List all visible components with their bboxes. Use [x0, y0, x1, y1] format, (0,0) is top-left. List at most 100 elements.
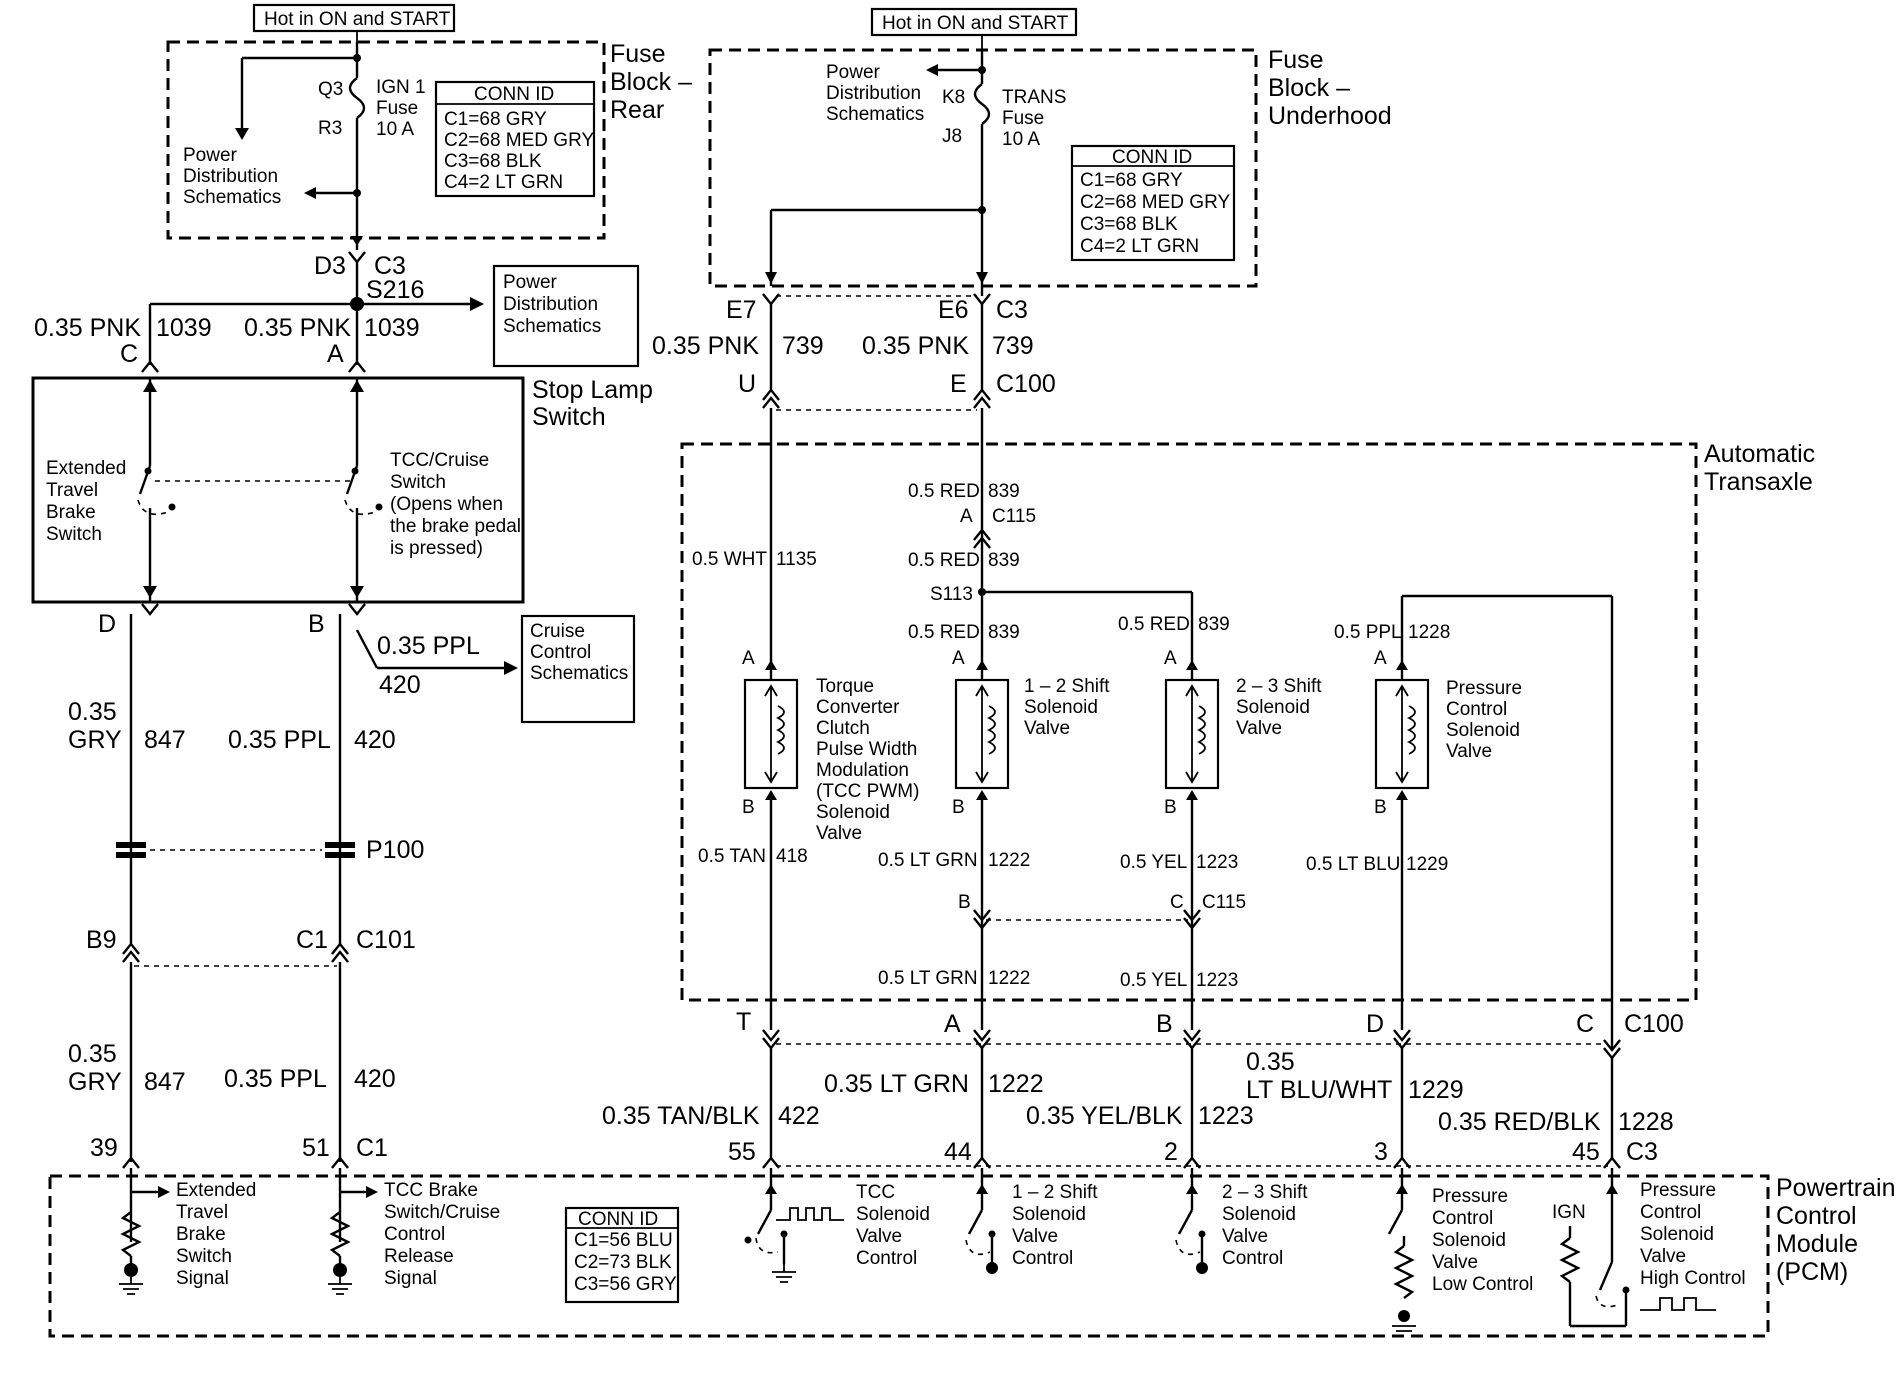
connector-b9 — [122, 942, 140, 955]
fuse-block-uh-title-2: Block – — [1268, 74, 1350, 102]
conn-id-underhood: CONN ID C1=68 GRY C2=68 MED GRY C3=68 BL… — [1070, 144, 1236, 262]
pin-e: E — [950, 370, 967, 398]
wire-847-b-circuit: 847 — [144, 1068, 186, 1096]
conn-c101: C101 — [356, 926, 416, 954]
w839c-size: 0.5 RED — [908, 622, 980, 643]
ign-label: IGN — [1552, 1202, 1586, 1223]
sw1-label-1: Extended — [46, 458, 126, 479]
connector-c1 — [331, 942, 349, 955]
s113-label: S113 — [930, 584, 973, 605]
pin-51: 51 — [302, 1134, 330, 1162]
pds-box-center: Power Distribution Schematics — [492, 264, 640, 368]
pcm-d4-label-2: Solenoid — [1012, 1204, 1086, 1225]
ign1-fuse-label-2: Fuse — [376, 98, 418, 119]
shift-23-solenoid: A B — [1164, 648, 1220, 818]
tcc-sol-label-2: Converter — [816, 697, 900, 718]
pcm-d2-label-2: Switch/Cruise — [384, 1202, 500, 1223]
wire-847-b-size-1: 0.35 — [68, 1040, 117, 1068]
pcm-title-4: (PCM) — [1776, 1258, 1848, 1286]
c100-pin-a: A — [944, 1010, 961, 1038]
w418-size: 0.5 TAN — [698, 846, 766, 867]
branch-wire-circuit: 420 — [379, 671, 421, 699]
fuse-block-rear-title-2: Block – — [610, 68, 692, 96]
w1223a-size: 0.5 YEL — [1120, 852, 1187, 873]
wire-1223-size: 0.35 YEL/BLK — [1026, 1102, 1183, 1130]
conn-id-pcm: CONN ID C1=56 BLU C2=73 BLK C3=56 GRY — [564, 1206, 680, 1304]
pcm-connector-c3 — [762, 1156, 1621, 1169]
transaxle-title-1: Automatic — [1704, 440, 1815, 468]
pin-39: 39 — [90, 1134, 118, 1162]
tcc-sol-label-5: Modulation — [816, 760, 909, 781]
pds-rear-3: Schematics — [183, 187, 281, 208]
pc-sol-pin-b: B — [1374, 797, 1387, 818]
pcm-d2-label-4: Release — [384, 1246, 454, 1267]
connector-c115-c-b — [1183, 917, 1201, 930]
conn-c100-top: C100 — [996, 370, 1056, 398]
wire-1039-a-size: 0.35 PNK — [244, 314, 351, 342]
s12-sol-label-3: Valve — [1024, 718, 1070, 739]
fuse-block-rear: Fuse Block – Rear — [166, 40, 692, 240]
connector-c115-b-b — [973, 917, 991, 930]
connector-u — [762, 388, 780, 401]
w1222a-circuit: 1222 — [988, 850, 1030, 871]
sw2-label-1: TCC/Cruise — [390, 450, 489, 471]
pcm-pin-45: 45 — [1572, 1138, 1600, 1166]
conn-c1-pcm: C1 — [356, 1134, 388, 1162]
sw2-label-4: the brake pedal — [390, 516, 521, 537]
shift-12-solenoid: A B — [952, 648, 1010, 818]
sw2-label-2: Switch — [390, 472, 446, 493]
pc-sol-label-3: Solenoid — [1446, 720, 1520, 741]
conn-id-uh-c3: C3=68 BLK — [1080, 214, 1178, 235]
c100-bottom-conn: C100 — [1624, 1010, 1684, 1038]
pin-c1-c101: C1 — [296, 926, 328, 954]
fuse-block-underhood: Fuse Block – Underhood — [708, 46, 1392, 288]
pcm-pin-2: 2 — [1164, 1138, 1178, 1166]
pds-rear-1: Power — [183, 145, 238, 166]
wire-422-size: 0.35 TAN/BLK — [602, 1102, 760, 1130]
w839c-circuit: 839 — [988, 622, 1020, 643]
s12-sol-label-2: Solenoid — [1024, 697, 1098, 718]
stop-lamp-title-1: Stop Lamp — [532, 376, 653, 404]
fuse-block-uh-title-1: Fuse — [1268, 46, 1324, 74]
trans-fuse-label-3: 10 A — [1002, 129, 1040, 150]
pc-sol-label-2: Control — [1446, 699, 1507, 720]
pin-q3: Q3 — [318, 79, 343, 100]
w1229-size: 0.5 LT BLU — [1306, 854, 1400, 875]
conn-id-rear-c1: C1=68 GRY — [444, 109, 547, 130]
pds-uh-1: Power — [826, 62, 881, 83]
pcm-pin-55: 55 — [728, 1138, 756, 1166]
pcm-d3-label-4: Control — [856, 1248, 917, 1269]
pcm-title-2: Control — [1776, 1202, 1857, 1230]
connector-b — [348, 603, 366, 616]
wire-420-b-size: 0.35 PPL — [224, 1065, 327, 1093]
pcm-d3-label-2: Solenoid — [856, 1204, 930, 1225]
wire-1228-circuit: 1228 — [1618, 1108, 1674, 1136]
wire-739-e-circuit: 739 — [992, 332, 1034, 360]
conn-id-uh-title: CONN ID — [1112, 147, 1192, 168]
connector-d3 — [348, 251, 366, 264]
pcm-d1-label-1: Extended — [176, 1180, 256, 1201]
connector-51 — [331, 1156, 349, 1169]
pcm-d5-label-3: Valve — [1222, 1226, 1268, 1247]
s12-sol-pin-b: B — [952, 797, 965, 818]
sw1-label-4: Switch — [46, 524, 102, 545]
w1229-circuit: 1229 — [1406, 854, 1448, 875]
connector-39 — [122, 1156, 140, 1169]
wire-847-a-size-1: 0.35 — [68, 698, 117, 726]
sw2-label-3: (Opens when — [390, 494, 503, 515]
pcm-driver-pc-high: IGN — [1552, 1168, 1716, 1328]
wire-1228-size: 0.35 RED/BLK — [1438, 1108, 1601, 1136]
conn-id-rear-c3: C3=68 BLK — [444, 151, 542, 172]
pin-d3: D3 — [314, 252, 346, 280]
wire-420-a-size: 0.35 PPL — [228, 726, 331, 754]
pcm-d6-label-5: Low Control — [1432, 1274, 1533, 1295]
connector-d — [141, 603, 159, 616]
c100-pin-c: C — [1576, 1010, 1594, 1038]
pcm-driver-shift-23 — [1175, 1168, 1208, 1274]
branch-wire-size: 0.35 PPL — [377, 632, 480, 660]
pcm-conn-c3: C3 — [1626, 1138, 1658, 1166]
wire-1223-circuit: 1223 — [1198, 1102, 1254, 1130]
s23-sol-label-2: Solenoid — [1236, 697, 1310, 718]
stop-lamp-switch: Stop Lamp Switch — [31, 376, 653, 604]
wire-1229-circuit: 1229 — [1408, 1076, 1464, 1104]
